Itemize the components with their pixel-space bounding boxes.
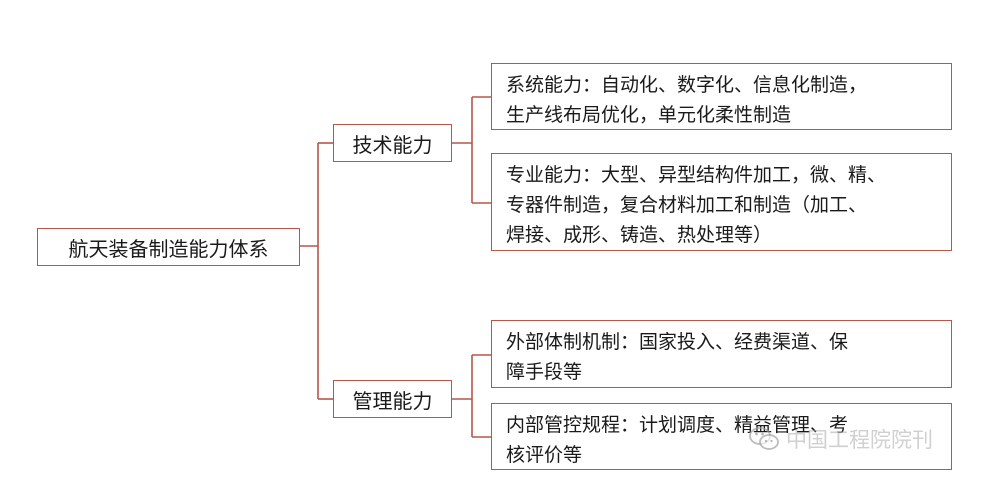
leaf-external-mechanism: 外部体制机制：国家投入、经费渠道、保 障手段等 [491, 320, 952, 388]
leaf-line: 专业能力：大型、异型结构件加工，微、精、 [506, 164, 887, 186]
leaf-system-capability: 系统能力：自动化、数字化、信息化制造， 生产线布局优化，单元化柔性制造 [491, 63, 952, 130]
leaf-professional-capability: 专业能力：大型、异型结构件加工，微、精、 专器件制造，复合材料加工和制造（加工、… [491, 153, 952, 251]
branch-label: 管理能力 [352, 388, 433, 413]
leaf-line: 核评价等 [506, 444, 583, 466]
leaf-line: 内部管控规程：计划调度、精益管理、考 [506, 414, 849, 436]
leaf-line: 障手段等 [506, 361, 583, 383]
branch-node-technology: 技术能力 [333, 124, 452, 162]
root-label: 航天装备制造能力体系 [68, 236, 269, 261]
leaf-line: 焊接、成形、铸造、热处理等） [506, 224, 773, 246]
wechat-icon [749, 427, 779, 450]
leaf-line: 外部体制机制：国家投入、经费渠道、保 [506, 331, 849, 353]
watermark: 中国工程院院刊 [748, 422, 933, 456]
leaf-line: 系统能力：自动化、数字化、信息化制造， [506, 74, 868, 96]
leaf-line: 生产线布局优化，单元化柔性制造 [506, 104, 792, 126]
watermark-text: 中国工程院院刊 [786, 428, 933, 452]
root-node: 航天装备制造能力体系 [37, 228, 300, 266]
leaf-line: 专器件制造，复合材料加工和制造（加工、 [506, 194, 868, 216]
branch-label: 技术能力 [352, 132, 433, 157]
branch-node-management: 管理能力 [333, 380, 452, 418]
leaf-internal-regulation: 内部管控规程：计划调度、精益管理、考 核评价等 [491, 403, 952, 470]
